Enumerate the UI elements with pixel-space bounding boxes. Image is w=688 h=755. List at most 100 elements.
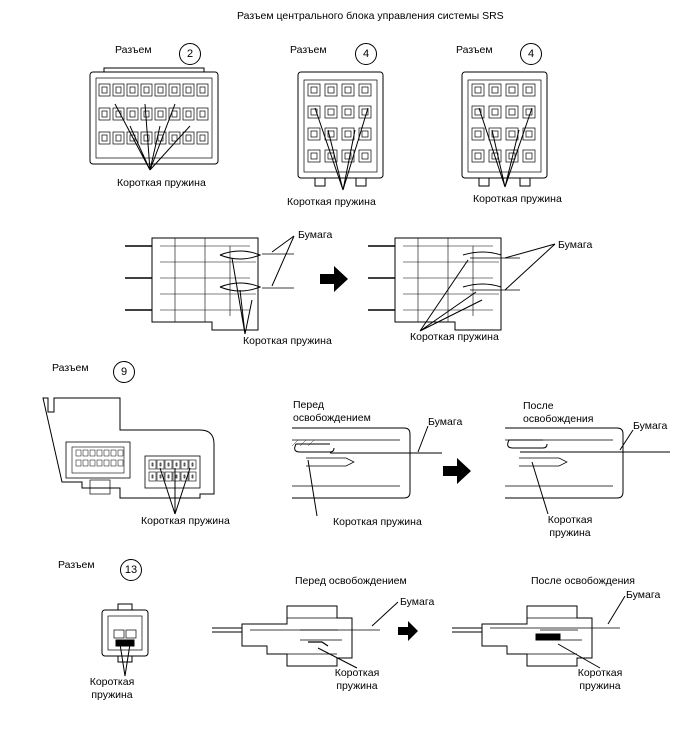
cavity-terminal	[344, 108, 352, 116]
cavity-cell	[154, 131, 167, 145]
cavity-terminal	[491, 108, 499, 116]
cavity-cell	[164, 471, 173, 482]
cavity-terminal	[327, 108, 335, 116]
cavity-cell	[324, 105, 338, 119]
cavity-terminal	[185, 86, 192, 94]
cavity-cell	[154, 107, 167, 121]
cavity-cell	[341, 149, 355, 163]
cavity-terminal	[344, 152, 352, 160]
paper-label-row3-left: Бумага	[428, 416, 463, 428]
connector-number-4a: 4	[355, 43, 377, 65]
side-view-row2-right	[368, 237, 556, 332]
cavity-cell	[156, 459, 165, 470]
cavity-terminal	[327, 130, 335, 138]
cavity-cell	[358, 149, 372, 163]
cavity-terminal	[525, 86, 533, 94]
cavity-cell	[505, 127, 519, 141]
short-spring-l2-row3-right: пружина	[549, 527, 591, 539]
cavity-cell	[156, 471, 165, 482]
cavity-terminal	[361, 130, 369, 138]
cavity-cell	[168, 83, 181, 97]
cavity-terminal	[183, 474, 186, 479]
cavity-terminal	[115, 86, 122, 94]
cavity-cell	[168, 131, 181, 145]
short-spring-l2-row4-left: пружина	[336, 680, 378, 692]
cavity-cell	[182, 83, 195, 97]
connector-9-view	[42, 397, 215, 515]
short-spring-label-2: Короткая пружина	[117, 177, 206, 189]
cavity-terminal	[199, 134, 206, 142]
cavity-cell	[126, 107, 139, 121]
cavity-cell	[154, 83, 167, 97]
cavity-cell	[341, 105, 355, 119]
cavity-cell	[75, 459, 82, 467]
short-spring-l2-row4-right: пружина	[579, 680, 621, 692]
after-release-l2: освобождения	[523, 413, 594, 425]
cavity-terminal	[310, 152, 318, 160]
cavity-terminal	[474, 108, 482, 116]
cavity-cell	[488, 105, 502, 119]
side-view-row2-left	[125, 235, 295, 335]
release-view-row4-right	[452, 595, 626, 669]
cavity-cell	[75, 449, 82, 457]
cavity-cell	[117, 449, 124, 457]
cavity-terminal	[191, 474, 194, 479]
cavity-cell	[112, 107, 125, 121]
cavity-terminal	[101, 110, 108, 118]
cavity-cell	[180, 471, 189, 482]
cavity-cell	[112, 131, 125, 145]
cavity-terminal	[185, 110, 192, 118]
cavity-terminal	[310, 86, 318, 94]
cavity-terminal	[157, 110, 164, 118]
cavity-cell	[98, 131, 111, 145]
cavity-terminal	[159, 474, 162, 479]
cavity-cell	[341, 127, 355, 141]
cavity-terminal	[199, 110, 206, 118]
cavity-terminal	[344, 130, 352, 138]
cavity-cell	[307, 83, 321, 97]
cavity-cell	[522, 149, 536, 163]
cavity-terminal	[525, 130, 533, 138]
cavity-cell	[324, 83, 338, 97]
cavity-terminal	[361, 152, 369, 160]
cavity-cell	[188, 459, 197, 470]
cavity-cell	[488, 83, 502, 97]
cavity-cell	[471, 105, 485, 119]
cavity-cell	[110, 449, 117, 457]
cavity-terminal	[474, 86, 482, 94]
cavity-terminal	[361, 108, 369, 116]
cavity-terminal	[508, 130, 516, 138]
cavity-terminal	[129, 86, 136, 94]
short-spring-label-row3-left: Короткая пружина	[333, 516, 422, 528]
short-spring-label-4a: Короткая пружина	[287, 196, 376, 208]
cavity-terminal	[167, 462, 170, 467]
cavity-cell	[358, 127, 372, 141]
cavity-cell	[89, 449, 96, 457]
connector-2-front-view	[89, 67, 219, 171]
cavity-cell	[96, 459, 103, 467]
cavity-terminal	[185, 134, 192, 142]
cavity-cell	[180, 459, 189, 470]
cavity-cell	[168, 107, 181, 121]
cavity-terminal	[159, 462, 162, 467]
connector-number-13: 13	[120, 559, 142, 581]
cavity-cell	[196, 83, 209, 97]
cavity-terminal	[151, 474, 154, 479]
cavity-cell	[307, 105, 321, 119]
after-release-label-13: После освобождения	[531, 575, 635, 587]
cavity-cell	[140, 83, 153, 97]
cavity-terminal	[101, 86, 108, 94]
cavity-cell	[98, 83, 111, 97]
cavity-cell	[505, 83, 519, 97]
cavity-cell	[89, 459, 96, 467]
release-view-row4-left	[212, 601, 399, 669]
short-spring-l1-row3-right: Короткая	[547, 514, 593, 526]
cavity-terminal	[143, 86, 150, 94]
cavity-terminal	[143, 110, 150, 118]
cavity-cell	[110, 459, 117, 467]
paper-label-row2-right: Бумага	[558, 239, 593, 251]
connector-label-4b: Разъем	[456, 44, 493, 56]
short-spring-label-row2-left: Короткая пружина	[243, 335, 332, 347]
